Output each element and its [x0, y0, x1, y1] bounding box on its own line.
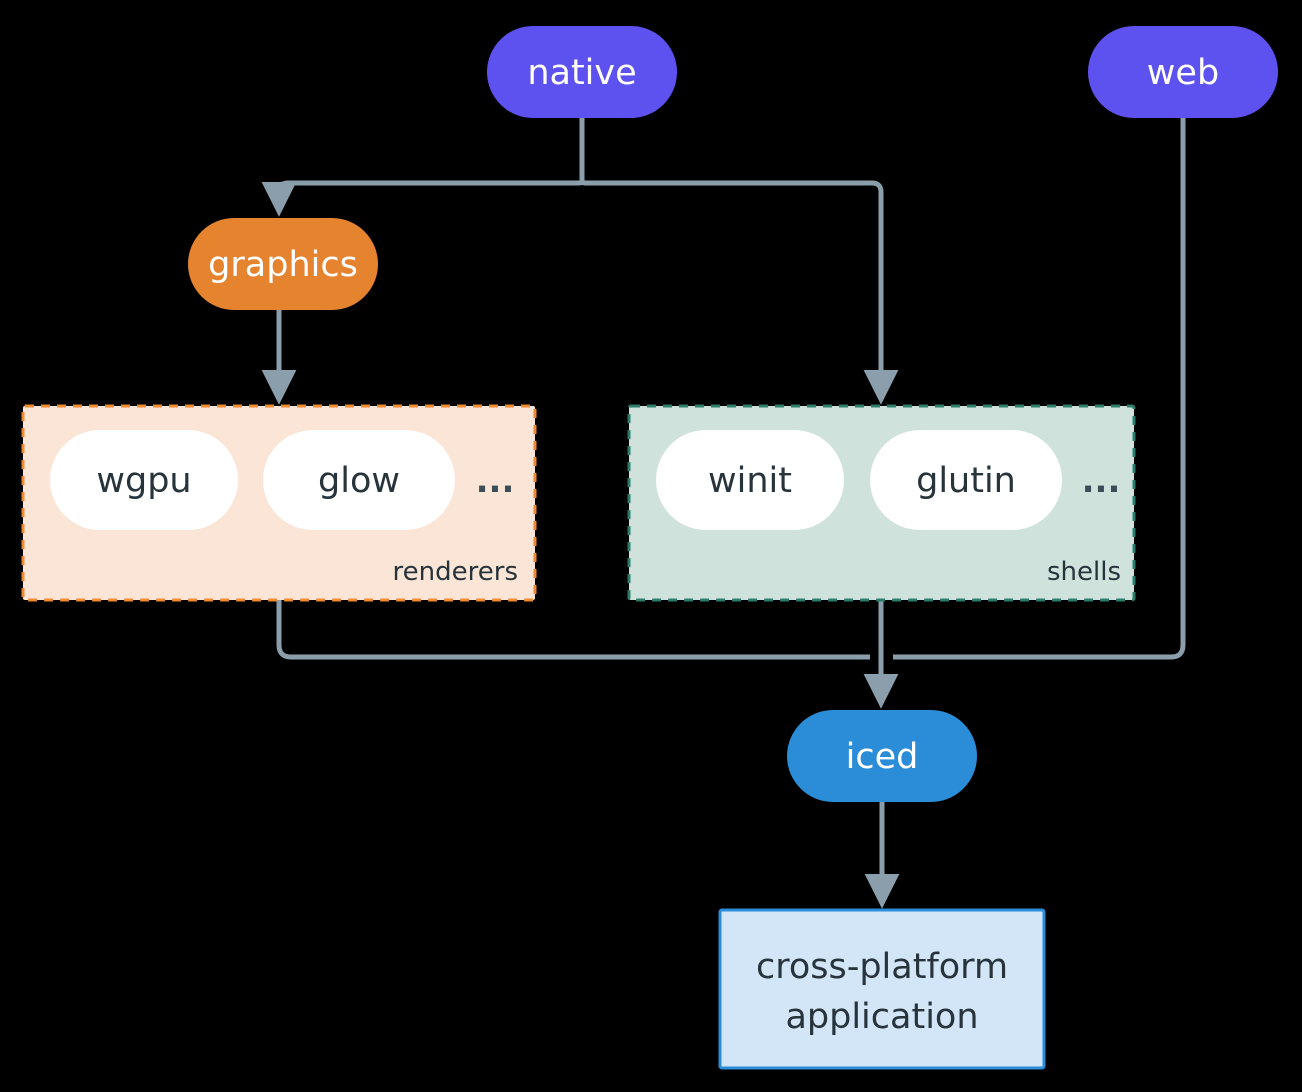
chip-winit-pill [656, 430, 844, 530]
chip-winit-label: winit [708, 461, 792, 501]
node-application-label-line2: application [785, 997, 978, 1037]
edge-native-to-graphics [261, 118, 585, 217]
edge-native-to-shells [579, 118, 899, 405]
chip-winit[interactable]: winit [656, 430, 844, 530]
shells-ellipsis: ... [1082, 461, 1121, 501]
chip-glutin-pill [870, 430, 1062, 530]
node-graphics[interactable]: graphics [188, 218, 378, 310]
node-iced[interactable]: iced [787, 710, 977, 802]
node-application-shape [718, 908, 1046, 1070]
node-graphics-label: graphics [208, 245, 358, 285]
node-application[interactable]: cross-platform application [718, 908, 1046, 1070]
node-native[interactable]: native [487, 26, 677, 118]
node-native-shape [487, 26, 677, 118]
node-web-shape [1088, 26, 1278, 118]
node-native-label: native [527, 53, 636, 93]
chip-wgpu-pill [50, 430, 238, 530]
chip-wgpu-label: wgpu [96, 461, 191, 501]
chip-wgpu[interactable]: wgpu [50, 430, 238, 530]
chip-glow-label: glow [318, 461, 400, 501]
chip-glutin[interactable]: glutin [870, 430, 1062, 530]
edge-layer [261, 118, 1186, 909]
node-graphics-shape [188, 218, 378, 310]
node-application-label-line1: cross-platform [756, 947, 1008, 987]
renderers-ellipsis: ... [476, 461, 515, 501]
chip-glow-pill [263, 430, 455, 530]
node-web[interactable]: web [1088, 26, 1278, 118]
node-web-label: web [1147, 53, 1219, 93]
chip-glutin-label: glutin [916, 461, 1016, 501]
renderers-caption: renderers [393, 557, 518, 587]
chip-glow[interactable]: glow [263, 430, 455, 530]
edge-web-to-iced [893, 118, 1186, 660]
shells-caption: shells [1047, 557, 1121, 587]
node-iced-label: iced [846, 737, 919, 777]
edge-renderers-to-iced [276, 600, 870, 660]
group-shells: winit glutin ... shells [627, 404, 1136, 602]
group-renderers: wgpu glow ... renderers [21, 404, 537, 602]
node-iced-shape [787, 710, 977, 802]
